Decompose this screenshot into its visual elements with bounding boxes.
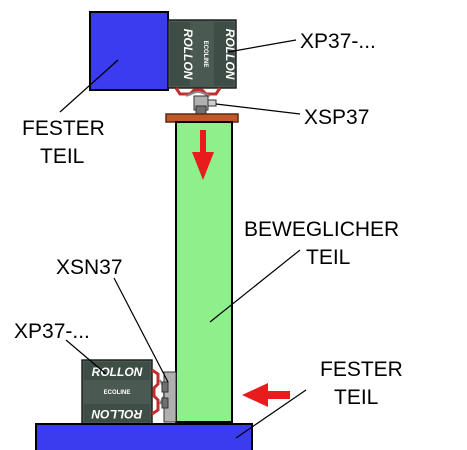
rail-top-line: ECOLINE xyxy=(202,41,208,68)
fixed-block-top xyxy=(89,11,169,91)
rail-bottom-brand-bottom: ROLLON xyxy=(91,407,142,421)
label-fixed-bottom-line2: TEIL xyxy=(334,386,378,409)
label-fixed-bottom-line1: FESTER xyxy=(320,358,403,381)
leader-fixed-top xyxy=(59,59,119,113)
arrow-left-icon xyxy=(242,383,290,407)
fixed-block-bottom xyxy=(35,423,253,450)
leader-fixed-bottom xyxy=(235,389,307,439)
label-moving-line1: BEWEGLICHER xyxy=(244,218,399,241)
rail-bottom-line: ECOLINE xyxy=(104,390,131,396)
leader-xp37-bottom xyxy=(65,339,107,375)
label-moving-line2: TEIL xyxy=(306,246,350,269)
label-fixed-top-line2: TEIL xyxy=(40,145,84,168)
rail-top: ROLLON ECOLINE ROLLON xyxy=(167,19,237,89)
label-xsn37: XSN37 xyxy=(56,256,123,279)
leader-xp37-top xyxy=(227,39,297,53)
label-fixed-top-line1: FESTER xyxy=(22,117,105,140)
leader-xsn37 xyxy=(113,277,169,383)
leader-lines xyxy=(59,39,307,439)
rail-bottom-brand-top: ROLLON xyxy=(92,365,143,379)
rail-bottom: ROLLON ECOLINE ROLLON xyxy=(81,359,153,425)
leader-xsp37 xyxy=(215,103,301,115)
top-plate xyxy=(165,113,239,123)
rail-top-brand-right: ROLLON xyxy=(223,29,237,80)
label-xp37-bottom: XP37-... xyxy=(14,320,90,343)
rail-top-brand-left: ROLLON xyxy=(181,29,195,80)
leader-moving xyxy=(209,249,301,323)
label-xsp37: XSP37 xyxy=(304,106,369,129)
arrow-down-icon xyxy=(192,130,214,180)
label-xp37-top: XP37-... xyxy=(300,30,376,53)
slider-xsp37 xyxy=(174,87,222,115)
slider-xsn37 xyxy=(151,368,177,423)
